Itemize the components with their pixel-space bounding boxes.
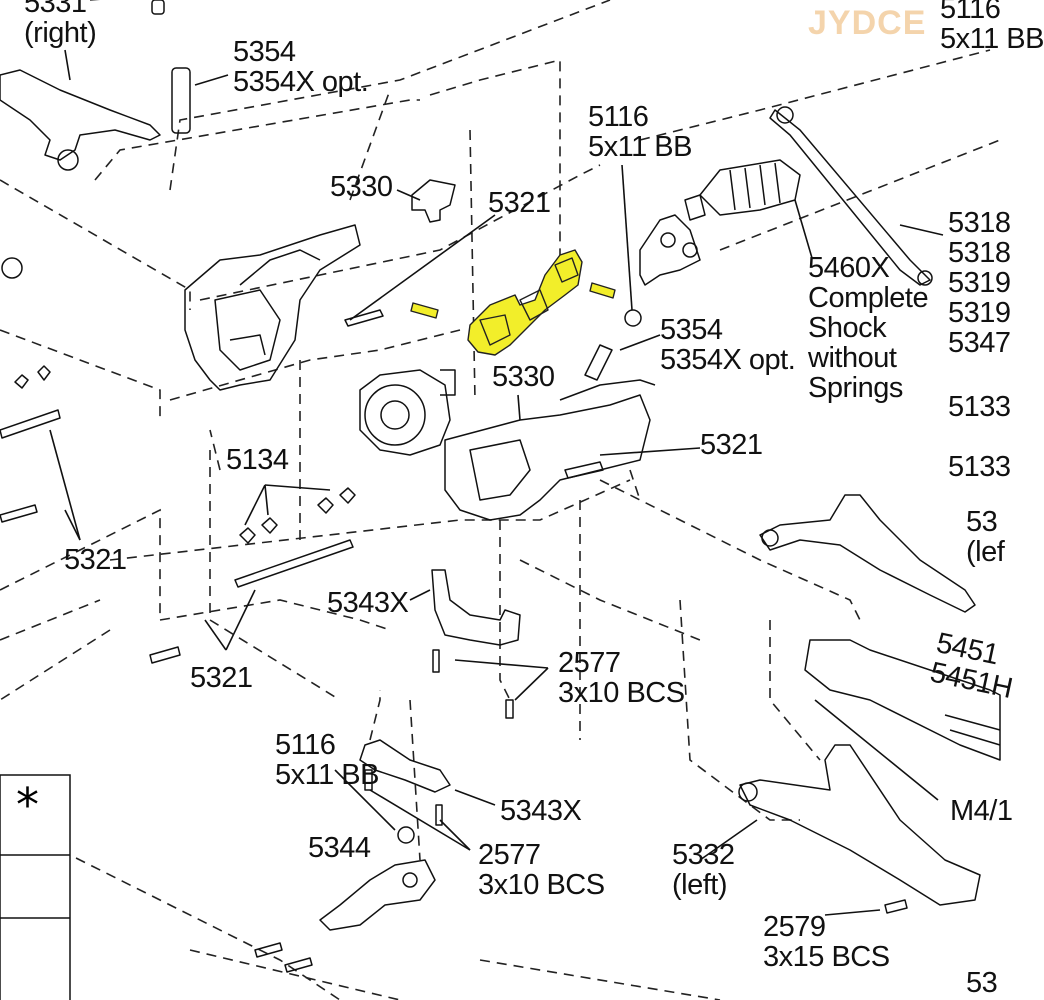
label-5116-mid: 5116 5x11 BB <box>588 101 692 163</box>
screw-pair <box>254 942 313 973</box>
arm-bushing <box>57 149 79 171</box>
servo-saver-top <box>359 739 451 793</box>
label-2577-bottom: 2577 3x10 BCS <box>478 839 605 901</box>
skid-plate <box>431 569 521 646</box>
driveshaft-assembly <box>804 639 1001 761</box>
hinge-pin-mid <box>584 344 613 381</box>
differential-housing <box>359 369 451 456</box>
screw-2579 <box>884 899 908 914</box>
label-5343x-top: 5343X <box>327 587 409 619</box>
label-5343x-bottom: 5343X <box>500 795 582 827</box>
label-5116-top: 5116 5x11 BB <box>940 0 1044 55</box>
hinge-pin-lower <box>234 539 354 588</box>
label-53-left: 53 (lef <box>966 506 1005 568</box>
exploded-parts-diagram <box>0 0 1001 1000</box>
label-5354-mid: 5354 5354X opt. <box>660 314 796 376</box>
clip-bracket <box>411 179 456 223</box>
label-2579: 2579 3x15 BCS <box>763 911 890 973</box>
bearing-bottom <box>397 826 415 844</box>
front-suspension-arm-left <box>759 494 976 613</box>
highlighted-driveshaft <box>410 249 616 356</box>
label-5134: 5134 <box>226 444 289 476</box>
legend-box <box>0 774 71 1000</box>
bulkhead-center <box>444 394 651 521</box>
part-outlines <box>0 0 1001 973</box>
label-5332: 5332 (left) <box>672 839 735 901</box>
label-5330-mid: 5330 <box>492 361 555 393</box>
e-clip-group <box>239 487 356 544</box>
bearing-top <box>624 309 642 327</box>
label-5330-top: 5330 <box>330 171 393 203</box>
label-5321-bottom: 5321 <box>190 662 253 694</box>
e-clip-row <box>14 365 51 389</box>
leader-lines <box>49 49 944 916</box>
label-2577-top: 2577 3x10 BCS <box>558 647 685 709</box>
rear-suspension-arm-right <box>0 69 161 161</box>
hinge-pin-top <box>171 67 191 134</box>
label-5321-top: 5321 <box>488 187 551 219</box>
steering-bellcrank <box>319 859 436 931</box>
label-5318-group: 5318 5318 5319 5319 5347 <box>948 207 1011 359</box>
screw <box>344 309 384 327</box>
label-5321-left: 5321 <box>64 544 127 576</box>
label-5331: 5331 (right) <box>24 0 97 49</box>
label-m4: M4/1 <box>950 795 1013 827</box>
gear-ring <box>364 384 426 446</box>
bulkhead-left <box>184 224 361 391</box>
front-shock-tower <box>639 214 701 286</box>
watermark: JYDCE <box>808 4 927 42</box>
label-5460x: 5460X Complete Shock without Springs <box>808 252 929 404</box>
label-5354-top: 5354 5354X opt. <box>233 36 369 98</box>
shock-body <box>699 159 801 216</box>
label-53-bottom: 53 <box>966 967 998 999</box>
steering-link <box>769 109 931 286</box>
label-5133-group: 5133 5133 <box>948 391 1011 483</box>
label-5116-bottom: 5116 5x11 BB <box>275 729 379 791</box>
legend-star: * <box>16 778 39 832</box>
label-5344: 5344 <box>308 832 371 864</box>
dashed-alignment-lines <box>0 0 1001 1000</box>
label-5321-mid: 5321 <box>700 429 763 461</box>
lower-arm-left <box>739 744 981 906</box>
screw-lower <box>432 649 514 719</box>
